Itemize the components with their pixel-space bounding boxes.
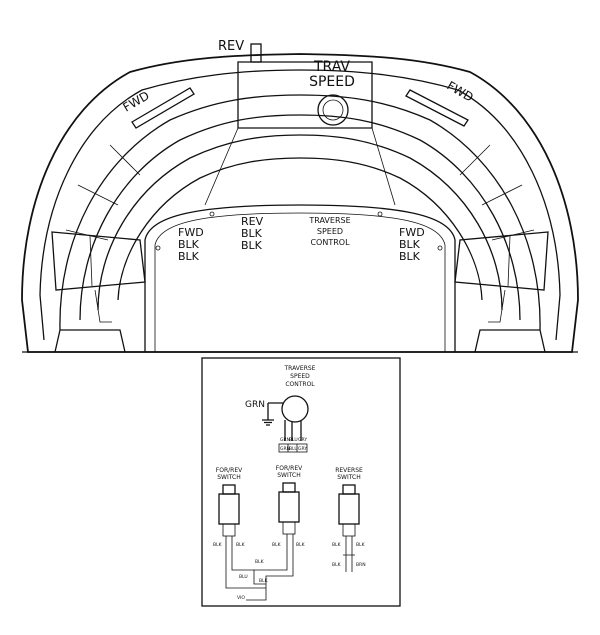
schematic-box [201,357,401,607]
screw-2 [377,211,383,217]
switch-right-1: REVERSE [335,467,363,474]
pot-body [281,395,309,423]
switch-right-2: SWITCH [337,474,361,481]
left-wire-3: BLK [178,250,200,263]
pot-terminal-block [278,443,308,453]
left-pin-1: BLK [213,542,223,548]
rev-button [250,43,262,63]
console-drawing [21,43,579,353]
traverse-label-1: TRAVERSE [308,216,350,225]
right-bottom-2: BRN [356,562,366,568]
right-grip-block [454,231,549,291]
right-wire-3: BLK [399,250,421,263]
wire-left-outer [225,536,267,594]
fwd-left-label: FWD [121,88,152,114]
center-wire-3: BLK [241,239,263,252]
handle-segments [65,144,535,241]
center-opening [144,204,456,352]
wire-mid-left [254,534,288,571]
right-bottom-1: BLK [332,562,342,568]
center-opening-inner [154,212,446,352]
handle-band-innermost [117,157,483,301]
terminal-2: BLU [289,446,298,452]
feet-brackets [94,289,506,323]
left-fwd-slot [131,87,195,129]
pot-pin-3: GRY [298,437,307,443]
switch-mid-2: SWITCH [277,472,301,479]
terminal-1: GRN [280,446,290,452]
traverse-label-2: SPEED [317,227,343,236]
handle-band-outer [59,94,541,331]
console-inner-rim [39,69,561,341]
switch-left-2: SWITCH [217,474,241,481]
console-feet [54,329,546,353]
wire-blu: BLU [239,574,248,580]
speed-knob [317,94,349,126]
wire-blk-2: BLK [259,578,269,584]
handle-band-inner [97,134,503,311]
ground-symbol [262,402,283,426]
grip-dividers [89,235,511,287]
terminal-3: GRY [298,446,307,452]
wire-left-inner [231,536,255,578]
right-fwd-slot [405,89,469,127]
schematic-wiring [225,534,355,601]
for-rev-switch-mid [278,482,300,535]
grn-label: GRN [245,400,265,410]
left-pin-2: BLK [236,542,246,548]
fwd-right-label: FWD [445,78,476,104]
screw-4 [437,245,443,251]
center-wire-1: REV [241,215,264,228]
left-wire-2: BLK [178,238,200,251]
pot-pin-1: GRN [280,437,290,443]
center-housing [237,61,373,129]
for-rev-switch-left [218,484,240,537]
schem-title-3: CONTROL [285,381,315,388]
screw-3 [155,245,161,251]
wire-blk-1: BLK [255,559,265,565]
mid-pin-2: BLK [296,542,306,548]
rev-label: REV [218,39,244,54]
pot-leads [284,420,302,441]
housing-to-panel-lines [204,127,396,206]
console-outer-shell [21,53,579,353]
traverse-label-3: CONTROL [310,238,350,247]
schem-title-1: TRAVERSE [284,365,316,372]
screw-1 [209,211,215,217]
left-wire-1: FWD [178,226,204,239]
left-grip-block [51,231,146,291]
center-wire-2: BLK [241,227,263,240]
reverse-switch [338,484,360,537]
speed-knob-cap [322,99,344,121]
right-wire-1: FWD [399,226,425,239]
speed-label: SPEED [309,74,355,90]
schem-title-2: SPEED [290,373,310,380]
switch-mid-1: FOR/REV [276,465,303,472]
right-wire-2: BLK [399,238,421,251]
wire-vio: VIO [237,595,245,601]
right-pin-1: BLK [332,542,342,548]
handle-band-mid [79,114,521,321]
trav-label: TRAV [313,59,350,75]
right-pin-2: BLK [356,542,366,548]
wire-mid-right [265,534,294,588]
mid-pin-1: BLK [272,542,282,548]
wire-vio-out [246,594,267,601]
speed-potentiometer [262,395,309,453]
switch-left-1: FOR/REV [216,467,243,474]
pot-pin-2: BLU [289,437,298,443]
wire-right [345,536,353,572]
